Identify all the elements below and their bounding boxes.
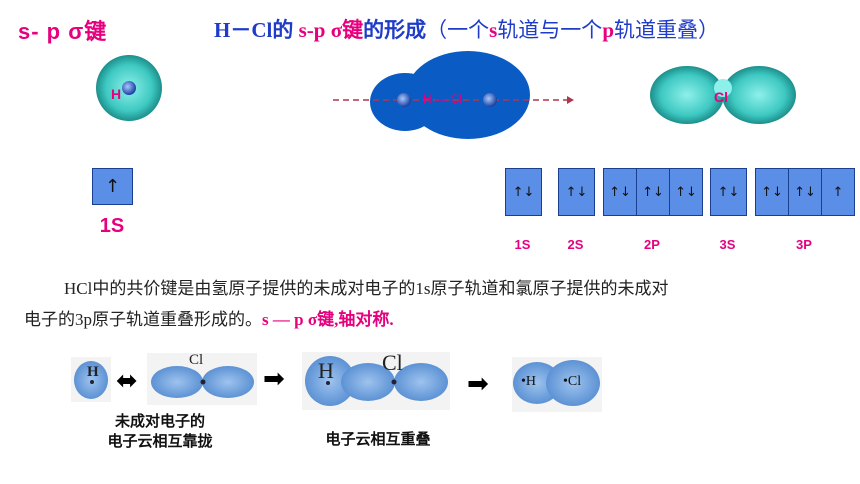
title-hcl: H－Cl的 — [214, 18, 299, 42]
title-paren-s: s — [489, 18, 498, 42]
title-paren-mid: 轨道与一个 — [497, 18, 603, 42]
cl-1s-orbital-box: ↑↓ — [505, 168, 542, 216]
cl-1s-label: 1S — [514, 237, 531, 252]
right-arrow-icon-1: ➡ — [263, 364, 285, 394]
title-paren-open: （一个 — [426, 18, 490, 42]
title-paren-close: 轨道重叠） — [614, 18, 719, 42]
caption-approach-line-2: 电子云相互靠拢 — [107, 433, 213, 450]
double-arrow-icon: ⬌ — [116, 366, 138, 396]
caption-approach: 未成对电子的 电子云相互靠拢 — [80, 412, 240, 452]
explanation-emphasis: s — p σ键,轴对称. — [262, 310, 394, 329]
merged-cl-label: •Cl — [563, 374, 582, 389]
cl-2p-orbital-box-1: ↑↓ — [603, 168, 637, 216]
cl-3p-orbital-box-3: ↑ — [821, 168, 855, 216]
cl-3p-label: 3P — [796, 237, 812, 252]
h-1s-orbital-box: ↑ — [92, 168, 133, 205]
clouds-overlapping — [302, 352, 450, 410]
caption-approach-line-1: 未成对电子的 — [114, 413, 205, 430]
title-sp: s-p σ键 — [298, 18, 364, 42]
overlap-cl-label: Cl — [382, 350, 403, 375]
cl-2p-orbital-box-3: ↑↓ — [669, 168, 703, 216]
bond-label: H — Cl — [423, 92, 462, 106]
cl-cloud-separate — [147, 353, 257, 405]
orbital-overlap-diagram — [96, 51, 796, 139]
page-title: H－Cl的 s-p σ键的形成（一个s轨道与一个p轨道重叠） — [214, 14, 719, 44]
h-s-orbital-sphere — [96, 55, 162, 121]
overlap-h-label: H — [318, 358, 334, 383]
cl-3s-orbital-box: ↑↓ — [710, 168, 747, 216]
merged-h-label: •H — [521, 374, 537, 389]
bottom-process-diagram — [71, 352, 602, 412]
cl-2p-orbital-box-2: ↑↓ — [636, 168, 670, 216]
h-cloud-separate — [71, 357, 111, 402]
overlap-electron-cloud — [333, 51, 574, 139]
h-nucleus — [397, 93, 411, 107]
bottom-cl-label: Cl — [189, 352, 204, 368]
cl-2s-label: 2S — [567, 237, 584, 252]
explanation-line-1: HCl中的共价键是由氢原子提供的未成对电子的1s原子轨道和氯原子提供的未成对 — [64, 279, 669, 298]
caption-overlap: 电子云相互重叠 — [325, 431, 431, 448]
cl-3p-orbital-box-2: ↑↓ — [788, 168, 822, 216]
cl-atom-label: Cl — [714, 89, 728, 105]
bottom-h-label: H — [87, 364, 99, 380]
h-1s-label: 1S — [99, 215, 125, 237]
cl-2s-orbital-box: ↑↓ — [558, 168, 595, 216]
bond-axis-arrowhead — [567, 96, 574, 104]
title-paren-p: p — [602, 18, 614, 42]
explanation-paragraph: HCl中的共价键是由氢原子提供的未成对电子的1s原子轨道和氯原子提供的未成对 电… — [24, 273, 844, 335]
cl-nucleus — [483, 93, 497, 107]
explanation-line-2: 电子的3p原子轨道重叠形成的。s — p σ键,轴对称. — [24, 304, 844, 335]
cl-3p-orbital-box-1: ↑↓ — [755, 168, 789, 216]
molecule-cloud-merged — [512, 357, 602, 412]
h-atom-label: H — [111, 86, 122, 102]
explanation-line-2-text: 电子的3p原子轨道重叠形成的。 — [24, 310, 262, 329]
title-sp-sigma: s- p σ键 — [18, 19, 108, 44]
cl-p-orbital — [650, 66, 796, 124]
cl-2p-label: 2P — [644, 237, 660, 252]
right-arrow-icon-2: ➡ — [467, 369, 489, 399]
title-formation: 的形成 — [363, 18, 427, 42]
cl-3s-label: 3S — [719, 237, 736, 252]
